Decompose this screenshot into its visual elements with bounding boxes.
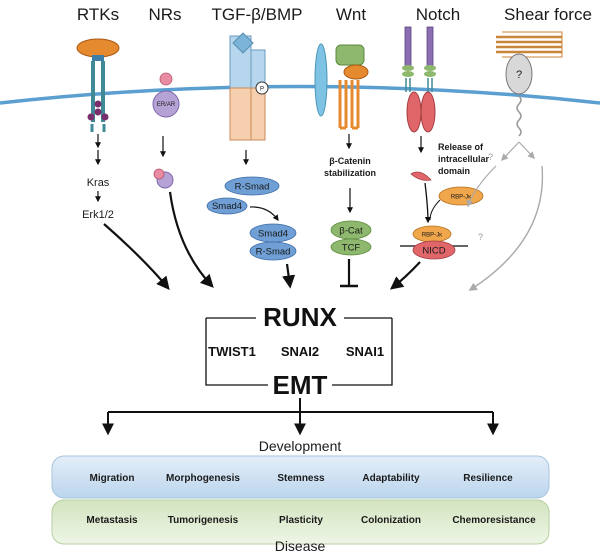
label-er-ar: ER/AR — [157, 102, 176, 108]
nicd-path-arrow — [424, 182, 432, 224]
nr-to-runx-arrow — [168, 191, 214, 288]
label-bcat-stabilization-1: β-Catenin — [329, 156, 371, 166]
label-tcf: TCF — [342, 243, 361, 254]
shear-branch-left — [501, 141, 520, 162]
rtk-receptor — [76, 38, 120, 132]
label-release-2: intracellular — [438, 154, 490, 164]
development-item: Stemness — [277, 473, 325, 484]
nicd-to-runx-arrow — [389, 261, 421, 290]
emt-label: EMT — [273, 370, 328, 400]
label-complex-rsmad: R-Smad — [256, 247, 291, 258]
disease-item: Colonization — [361, 515, 421, 526]
label-rbp-free: RBP-Jκ — [451, 195, 472, 201]
nr-complex — [153, 168, 174, 189]
rsmad-node — [224, 176, 280, 196]
shear-unknown-label: ? — [516, 69, 522, 81]
shear-q-right: ? — [478, 232, 483, 242]
intracellular-domain — [410, 171, 432, 181]
header-nrs: NRs — [148, 5, 181, 24]
runx-label: RUNX — [263, 302, 337, 332]
disease-band — [51, 499, 550, 545]
rbp-join-line — [429, 199, 441, 221]
smad-complex-arrow — [249, 206, 279, 221]
header-rtks: RTKs — [77, 5, 119, 24]
development-item: Migration — [90, 473, 135, 484]
disease-item: Plasticity — [279, 515, 323, 526]
disease-label: Disease — [275, 538, 326, 552]
disease-item: Metastasis — [86, 515, 138, 526]
label-release-3: domain — [438, 166, 470, 176]
development-item: Adaptability — [362, 473, 420, 484]
twist1-label: TWIST1 — [208, 344, 256, 359]
header-tgf-bmp: TGF-β/BMP — [212, 5, 303, 24]
label-bcat: β-Cat — [339, 226, 363, 237]
header-shear-force: Shear force — [504, 5, 592, 24]
label-bcat-stabilization-2: stabilization — [324, 168, 376, 178]
label-rsmad: R-Smad — [235, 182, 270, 193]
label-rbp-bound: RBP-Jκ — [422, 233, 443, 239]
smad4-node — [206, 197, 248, 215]
label-erk: Erk1/2 — [82, 209, 114, 221]
core-box-right — [332, 318, 393, 386]
nr-receptor: ER/AR — [152, 72, 180, 118]
development-item: Resilience — [463, 473, 513, 484]
header-wnt: Wnt — [336, 5, 367, 24]
smad-to-runx-arrow — [282, 263, 296, 289]
shear-sensor: ? — [496, 31, 563, 137]
nicd-node — [412, 240, 456, 260]
shear-q-left: ? — [488, 152, 493, 162]
label-kras: Kras — [87, 177, 110, 189]
label-nicd: NICD — [422, 246, 445, 257]
shear-branch-right — [518, 141, 535, 160]
development-band — [51, 455, 550, 499]
header-notch: Notch — [416, 5, 460, 24]
development-item: Morphogenesis — [166, 473, 240, 484]
snai2-label: SNAI2 — [281, 344, 319, 359]
shear-to-notch-arrow — [466, 165, 497, 208]
disease-item: Tumorigenesis — [168, 515, 239, 526]
tgf-receptor: P — [229, 32, 269, 141]
development-label: Development — [259, 438, 342, 454]
phospho-label: P — [260, 87, 264, 93]
cell-membrane — [0, 84, 600, 105]
erk-to-runx-arrow — [103, 223, 170, 291]
snai1-label: SNAI1 — [346, 344, 384, 359]
wnt-receptor — [314, 43, 369, 130]
shear-to-runx-arrow — [468, 165, 544, 291]
tcf-node — [330, 238, 372, 256]
label-complex-smad4: Smad4 — [258, 229, 288, 240]
core-box-left — [205, 318, 268, 386]
complex-rsmad-node — [249, 241, 297, 261]
label-smad4: Smad4 — [212, 201, 242, 212]
notch-receptor — [402, 26, 436, 133]
disease-item: Chemoresistance — [452, 515, 536, 526]
label-release-1: Release of — [438, 142, 484, 152]
